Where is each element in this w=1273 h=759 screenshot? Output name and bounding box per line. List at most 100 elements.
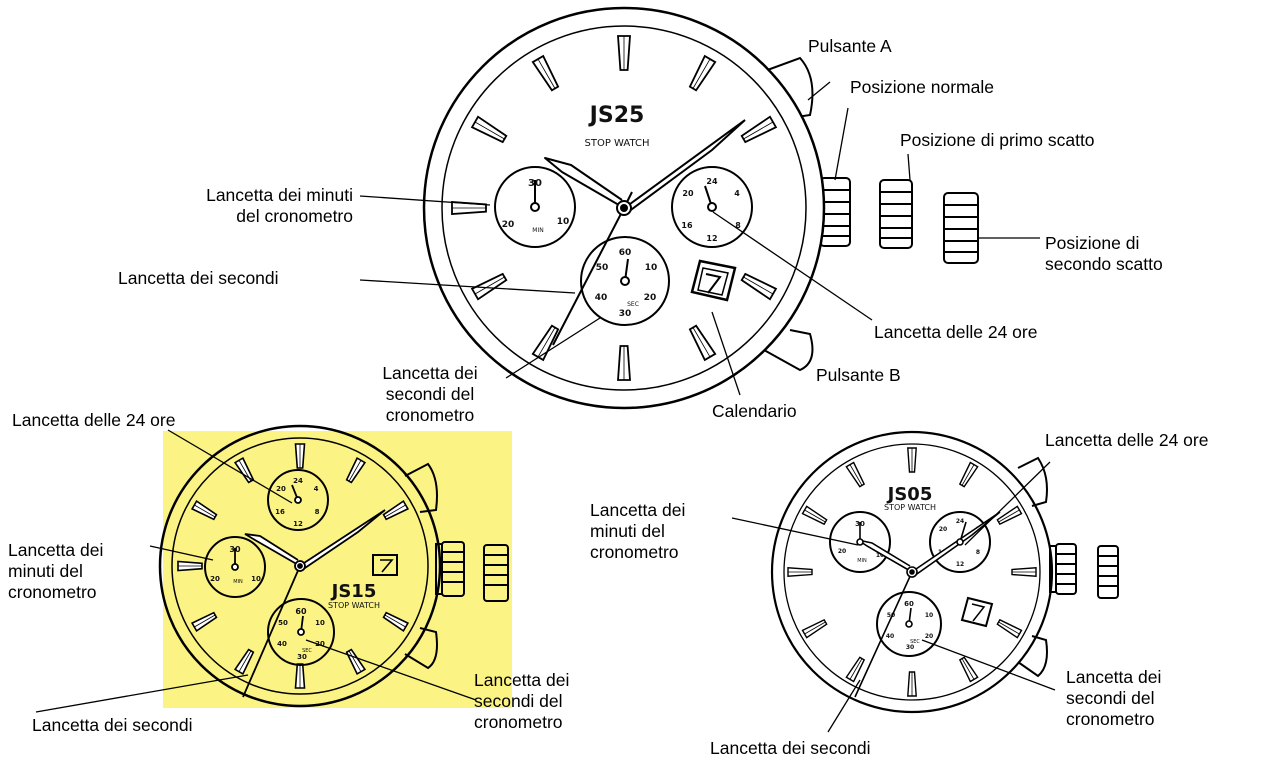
label-secondi-left: Lancetta dei secondi bbox=[32, 715, 193, 735]
hands-js05 bbox=[854, 511, 1001, 698]
hands-js25 bbox=[530, 119, 746, 346]
label-pulsante-b: Pulsante B bbox=[816, 365, 901, 385]
label-secondo-scatto: Posizione di secondo scatto bbox=[1045, 233, 1163, 274]
hour-markers bbox=[451, 35, 778, 381]
subdial-numeral: 24 bbox=[956, 518, 964, 525]
hour-marker-line bbox=[998, 509, 1020, 523]
hour-marker bbox=[688, 324, 717, 362]
crown-pulled-js15 bbox=[483, 544, 509, 602]
subdial-numeral: 40 bbox=[277, 640, 287, 648]
hour-marker bbox=[845, 656, 866, 683]
label-secondi-right: Lancetta dei secondi bbox=[710, 738, 871, 758]
label-ore24-left: Lancetta delle 24 ore bbox=[12, 410, 176, 430]
hour-marker-line bbox=[537, 327, 556, 358]
date-window bbox=[690, 259, 737, 302]
subdial-minutes bbox=[494, 166, 576, 248]
subdial-numeral: 30 bbox=[297, 653, 307, 661]
hour-marker bbox=[233, 648, 255, 676]
label-minuti-crono-top: Lancetta dei minuti del cronometro bbox=[206, 185, 353, 226]
watch-subtitle-js05: STOP WATCH bbox=[884, 503, 936, 512]
subdial-unit: MIN bbox=[233, 579, 243, 585]
hour-marker bbox=[531, 324, 560, 362]
hour-marker-line bbox=[692, 58, 711, 89]
subdial-numeral: 20 bbox=[939, 526, 947, 533]
hour-marker bbox=[190, 611, 218, 633]
hour-marker bbox=[958, 656, 979, 683]
hour-marker bbox=[345, 456, 367, 484]
subdial-unit: MIN bbox=[532, 227, 543, 234]
subdial-numeral: 12 bbox=[706, 234, 717, 243]
subdial-numeral: 20 bbox=[925, 633, 933, 640]
hands-js15 bbox=[231, 484, 386, 698]
hour-marker-line bbox=[804, 509, 826, 523]
hour-marker-line bbox=[961, 658, 975, 680]
subdial-unit: SEC bbox=[627, 301, 639, 308]
subdial-numeral: 40 bbox=[595, 293, 608, 303]
hour-marker-line bbox=[692, 327, 711, 358]
hour-marker bbox=[470, 272, 508, 301]
hour-marker bbox=[845, 461, 866, 488]
subdial-24h bbox=[671, 166, 753, 248]
crown-pulled-js05 bbox=[1097, 545, 1119, 599]
label-secondi-crono-right: Lancetta dei secondi del cronometro bbox=[1066, 667, 1162, 729]
hour-marker-line bbox=[743, 276, 774, 295]
subdial-numeral: 60 bbox=[904, 600, 914, 608]
hour-marker bbox=[996, 618, 1023, 639]
leader-lines-top bbox=[359, 81, 1040, 396]
watch-model-js25: JS25 bbox=[588, 103, 645, 128]
subdial-numeral: 20 bbox=[838, 548, 846, 555]
subdial-seconds bbox=[580, 236, 670, 326]
hour-marker-line bbox=[849, 658, 863, 680]
subdial-numeral: 4 bbox=[734, 189, 740, 198]
subdial-numeral: 60 bbox=[619, 248, 632, 258]
watch-model-js05: JS05 bbox=[886, 484, 933, 505]
subdial-numeral: 20 bbox=[315, 640, 325, 648]
hour-marker bbox=[382, 499, 410, 521]
subdial-unit: SEC bbox=[302, 648, 312, 654]
hour-marker bbox=[688, 54, 717, 92]
subdial-unit: MIN bbox=[857, 558, 867, 564]
subdial-numeral: 20 bbox=[502, 220, 515, 230]
subdial-numeral: 8 bbox=[976, 549, 980, 556]
hour-marker bbox=[740, 272, 778, 301]
subdial-numeral: 10 bbox=[315, 619, 325, 627]
label-minuti-crono-left: Lancetta dei minuti del cronometro bbox=[8, 540, 104, 602]
subdial-numeral: 12 bbox=[956, 561, 964, 568]
subdial-numeral: 8 bbox=[735, 221, 741, 230]
label-ore24-right: Lancetta delle 24 ore bbox=[1045, 430, 1209, 450]
crown-js05 bbox=[1049, 543, 1077, 595]
label-posizione-normale: Posizione normale bbox=[850, 77, 994, 97]
hour-marker-line bbox=[238, 650, 252, 672]
watch-subtitle-js15: STOP WATCH bbox=[328, 601, 380, 610]
subdial-numeral: 30 bbox=[906, 644, 914, 651]
hour-marker-line bbox=[537, 58, 556, 89]
leader-lines-js05 bbox=[731, 461, 1056, 733]
label-pulsante-a: Pulsante A bbox=[808, 36, 892, 56]
crown-first-click bbox=[879, 179, 913, 249]
subdial-numeral: 10 bbox=[557, 217, 570, 227]
hour-marker-line bbox=[743, 121, 774, 140]
subdial-numeral: 20 bbox=[276, 485, 286, 493]
subdial-numeral: 50 bbox=[278, 619, 288, 627]
hour-marker-line bbox=[348, 650, 362, 672]
hour-marker bbox=[996, 505, 1023, 526]
pusher-a-js05 bbox=[1017, 456, 1048, 507]
label-ore24-top: Lancetta delle 24 ore bbox=[874, 322, 1038, 342]
pusher-a bbox=[761, 56, 814, 119]
subdial-numeral: 20 bbox=[210, 575, 220, 583]
hour-marker-line bbox=[804, 621, 826, 635]
subdial-numeral: 12 bbox=[293, 520, 303, 528]
subdial-numeral: 10 bbox=[645, 263, 658, 273]
label-secondi-top: Lancetta dei secondi bbox=[118, 268, 279, 288]
hour-marker bbox=[801, 618, 828, 639]
hour-marker-line bbox=[849, 464, 863, 486]
subdial-numeral: 24 bbox=[706, 177, 718, 186]
subdial-numeral: 20 bbox=[644, 293, 657, 303]
subdial-numeral: 4 bbox=[314, 485, 319, 493]
pusher-b-js15 bbox=[404, 627, 438, 670]
subdial-numeral: 8 bbox=[315, 508, 320, 516]
watch-js05 bbox=[770, 430, 1119, 714]
hour-marker bbox=[801, 505, 828, 526]
hour-marker-line bbox=[961, 464, 975, 486]
